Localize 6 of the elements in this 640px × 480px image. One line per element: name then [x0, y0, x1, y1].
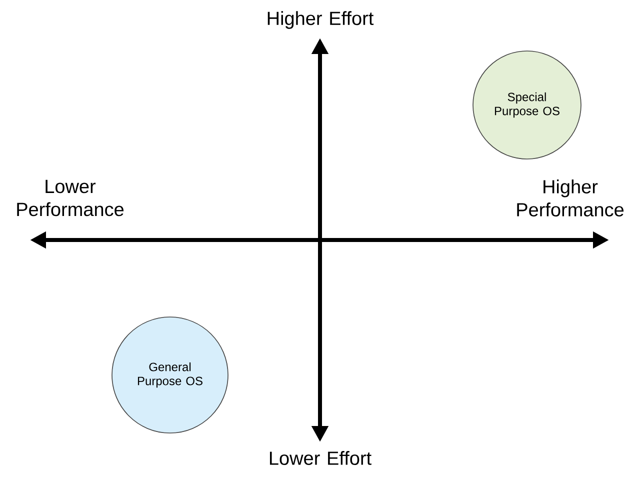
circle-node: Special Purpose OS: [472, 50, 582, 160]
axis-label: Lower Performance: [17, 180, 124, 216]
circle-node: General Purpose OS: [112, 316, 228, 434]
axis-label: Higher Effort: [268, 11, 374, 29]
axis-label: Higher Performance: [517, 180, 624, 216]
axis-label: Lower Effort: [270, 451, 372, 465]
